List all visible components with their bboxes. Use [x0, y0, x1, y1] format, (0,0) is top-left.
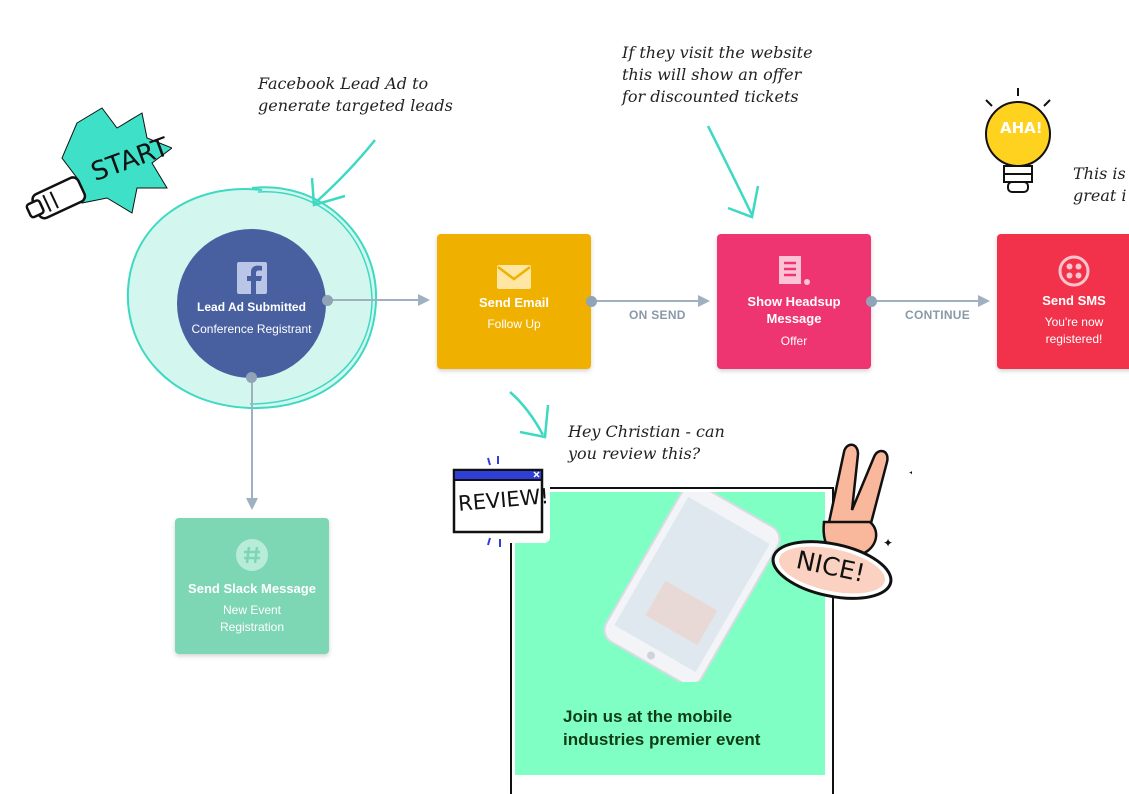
- svg-text:✦: ✦: [908, 466, 912, 480]
- hand-arrow-review: [509, 391, 545, 436]
- send-sms-title: Send SMS: [1042, 293, 1106, 308]
- lead-ad-port-bottom[interactable]: [246, 372, 257, 383]
- phone-icon: [603, 492, 781, 682]
- send-email-title: Send Email: [478, 295, 550, 310]
- preview-card[interactable]: [515, 492, 825, 775]
- headsup-title: Show Headsup Message: [747, 294, 841, 326]
- headsup-subtitle: Offer: [780, 334, 808, 348]
- hand-arrow-facebook: [314, 139, 376, 204]
- browser-window-icon: [448, 456, 550, 547]
- lead-ad-node[interactable]: Lead Ad Submitted Conference Registrant: [177, 229, 326, 378]
- note-review: Hey Christian - can you review this?: [568, 422, 725, 463]
- preview-frame: [510, 487, 834, 794]
- review-sticker: REVIEW!: [448, 455, 550, 550]
- note-website: If they visit the website this will show…: [622, 43, 813, 106]
- lightbulb-icon: [976, 88, 1060, 193]
- headsup-port[interactable]: [866, 296, 877, 307]
- note-facebook: Facebook Lead Ad to generate targeted le…: [258, 74, 453, 115]
- start-sticker: START: [22, 103, 174, 228]
- aha-sticker: AHA!: [970, 86, 1065, 206]
- nice-sticker: ✦ ✦ NICE!: [766, 432, 918, 612]
- envelope-icon: [497, 265, 531, 289]
- aha-sticker-text: AHA!: [1000, 119, 1043, 137]
- slack-icon: [236, 539, 268, 571]
- slack-node[interactable]: Send Slack Message New Event Registratio…: [175, 518, 329, 654]
- preview-headline: Join us at the mobile industries premier…: [563, 707, 761, 749]
- slack-title: Send Slack Message: [188, 581, 316, 596]
- lead-ad-title: Lead Ad Submitted: [197, 300, 306, 314]
- headsup-node[interactable]: Show Headsup Message Offer: [717, 234, 871, 369]
- slack-subtitle: New Event Registration: [219, 603, 285, 634]
- peace-hand-icon: ✦ ✦: [771, 443, 918, 600]
- facebook-icon: [236, 262, 267, 294]
- send-email-node[interactable]: Send Email Follow Up: [437, 234, 591, 369]
- send-sms-subtitle: You're now registered!: [1044, 315, 1104, 346]
- megaphone-icon: [25, 107, 174, 220]
- svg-text:✦: ✦: [883, 536, 893, 550]
- hand-arrow-website: [706, 125, 754, 216]
- edge-label-on-send: ON SEND: [629, 308, 686, 322]
- send-email-port[interactable]: [586, 296, 597, 307]
- note-great: This is great i: [1073, 164, 1127, 205]
- twilio-icon: [1058, 255, 1090, 287]
- lead-ad-subtitle: Conference Registrant: [191, 322, 312, 336]
- send-email-subtitle: Follow Up: [487, 317, 541, 331]
- edge-label-continue: CONTINUE: [905, 308, 971, 322]
- send-sms-node[interactable]: Send SMS You're now registered!: [997, 234, 1129, 369]
- lead-ad-port-right[interactable]: [322, 295, 333, 306]
- document-icon: [779, 256, 810, 285]
